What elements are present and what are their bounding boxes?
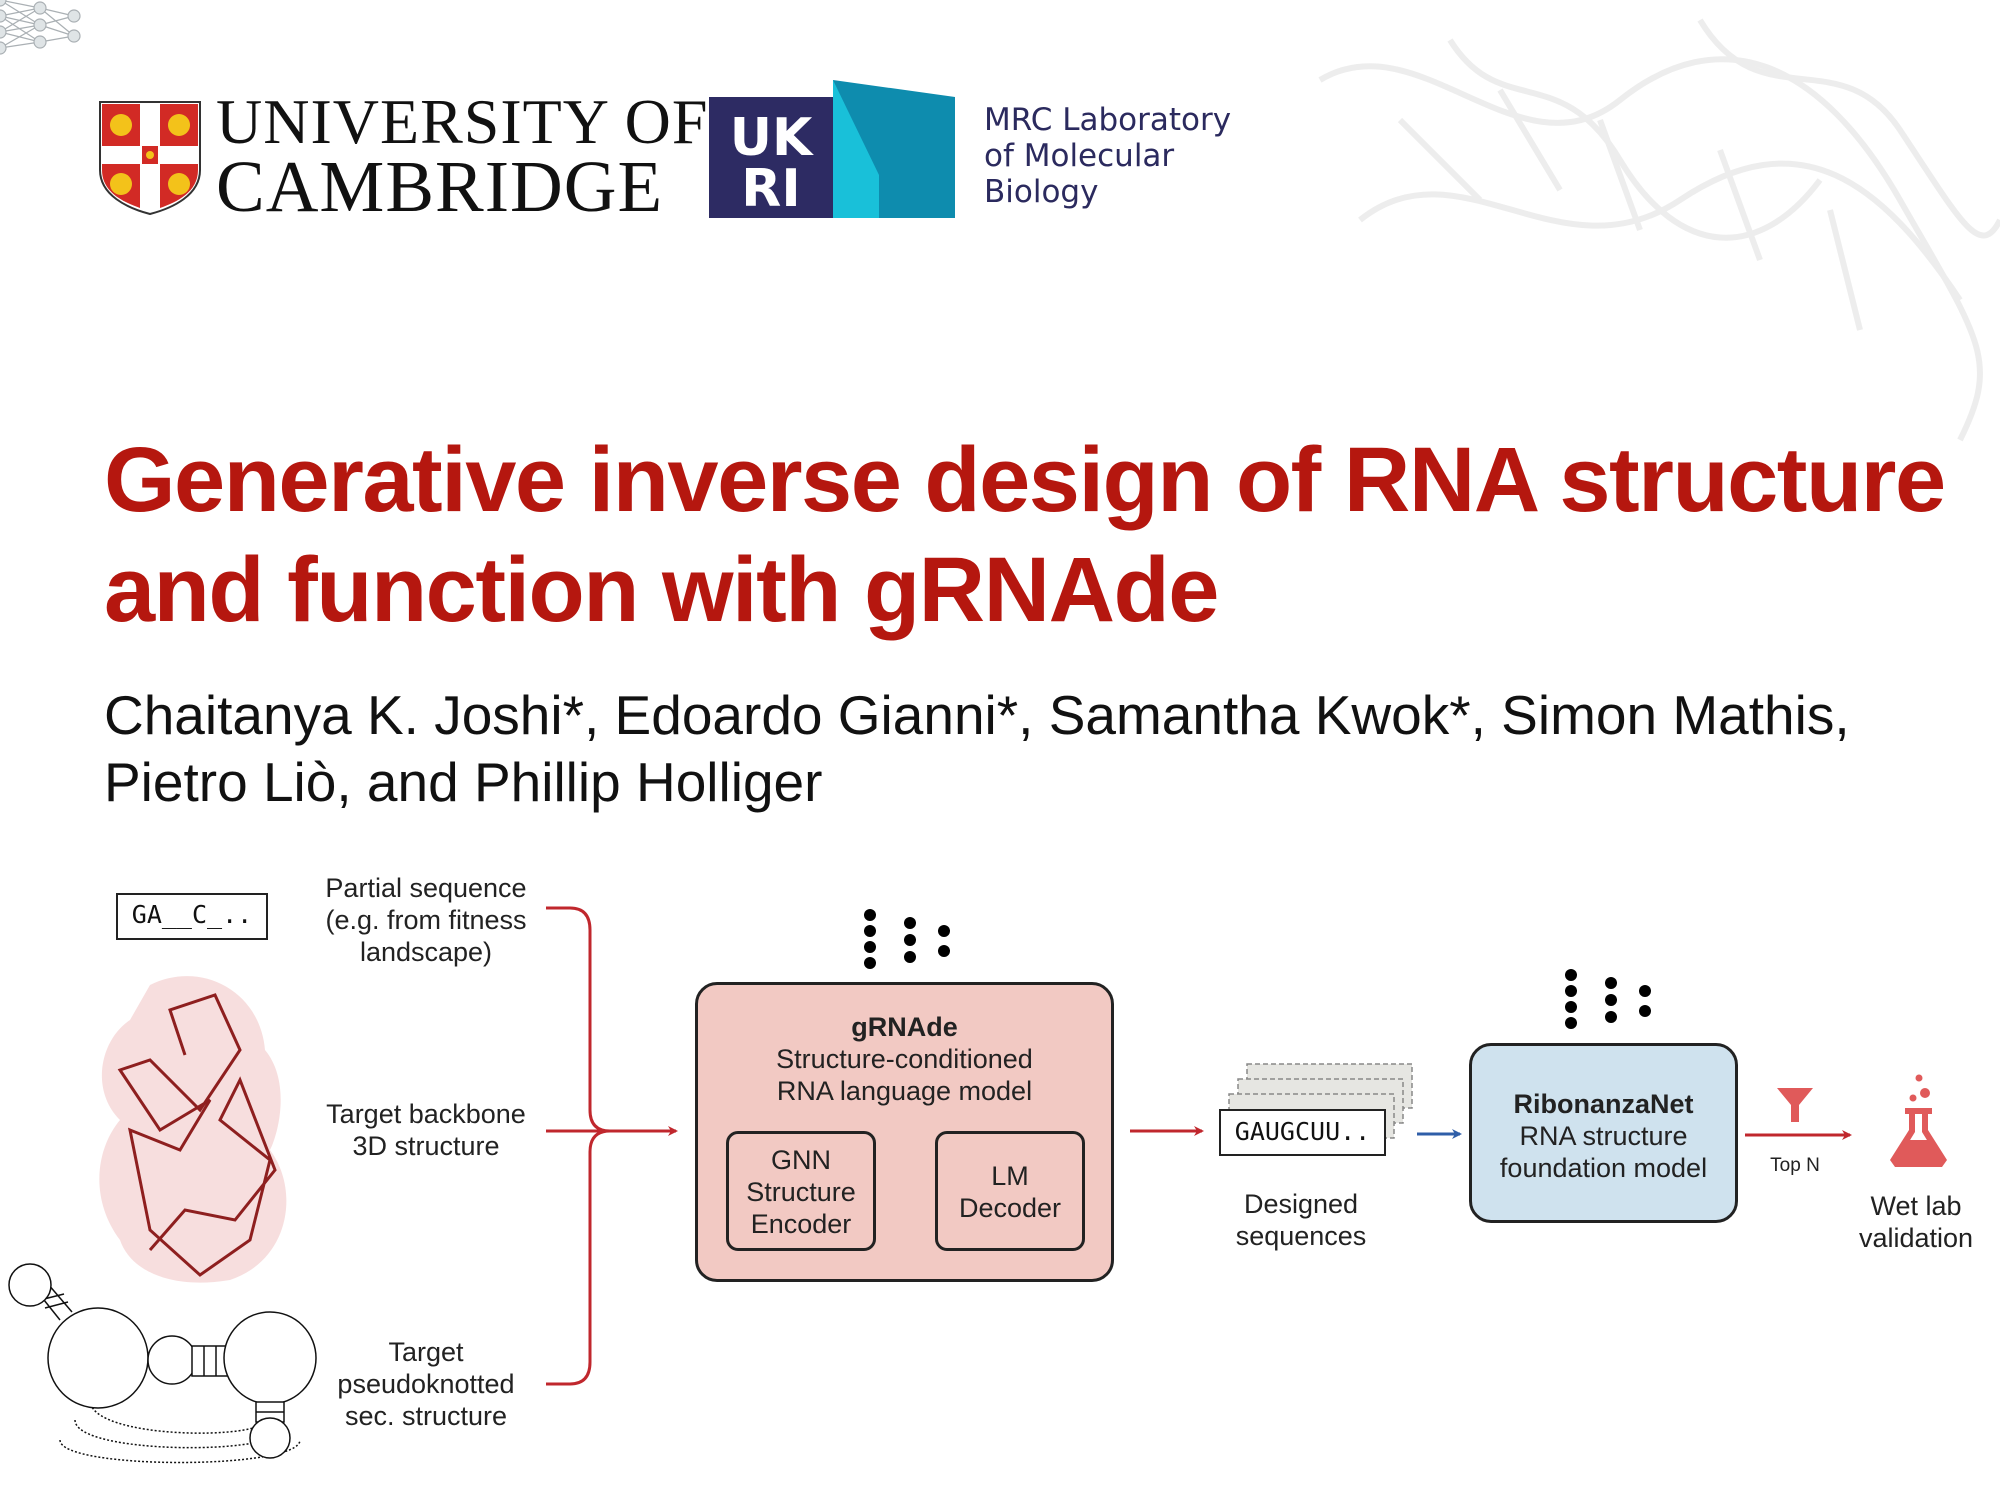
cambridge-wordmark-line2: CAMBRIDGE [216,146,664,227]
grnade-desc1: Structure-conditioned [776,1044,1033,1074]
neural-network-icon-grnade-use [863,908,951,970]
title-line2: and function with gRNAde [104,539,1219,641]
author-list: Chaitanya K. Joshi*, Edoardo Gianni*, Sa… [104,682,1984,816]
grnade-name: gRNAde [851,1012,958,1042]
mrc-lmb-wordmark: MRC Laboratory of Molecular Biology [984,102,1231,210]
neural-network-icon-ribonanza [1564,968,1652,1030]
label-line: Partial sequence [325,873,527,903]
label-line: Target [388,1337,464,1367]
partial-sequence-value: GA__C_.. [131,900,253,929]
cambridge-shield-logo [99,101,201,216]
wet-lab-flask-icon [1890,1074,1947,1167]
designed-sequence-box [1219,1109,1386,1156]
partial-sequence-box [116,893,268,940]
gnn-structure-encoder-box: GNN Structure Encoder [726,1131,876,1251]
label-line: landscape) [359,937,493,967]
input-label-backbone: Target backbone 3D structure [306,1098,546,1162]
input-label-partial-sequence: Partial sequence (e.g. from fitness land… [306,872,546,968]
lm-decoder-box: LM Decoder [935,1131,1085,1251]
svg-text:UK: UK [730,108,814,168]
label-line: sec. structure [344,1401,508,1431]
input-label-secondary-structure: Target pseudoknotted sec. structure [306,1336,546,1432]
mrc-line2: of Molecular [984,138,1175,174]
svg-text:RI: RI [741,159,800,219]
encoder-line1: GNN [771,1145,831,1175]
mrc-line1: MRC Laboratory [984,102,1232,138]
ribonanzanet-model-box: RibonanzaNet RNA structure foundation mo… [1469,1043,1738,1223]
authors-line2: Pietro Liò, and Phillip Holliger [104,751,823,813]
label-line: (e.g. from fitness [325,905,527,935]
label-line: Target backbone [326,1099,526,1129]
title-line1: Generative inverse design of RNA structu… [104,429,1946,531]
input-merge-brace [546,906,678,1386]
ukri-logo: UK RI [709,80,955,219]
label-line: Wet lab [1870,1191,1962,1221]
label-line: validation [1858,1223,1974,1253]
label-line: 3D structure [352,1131,500,1161]
label-line: Designed [1243,1189,1359,1219]
decoder-line1: LM [991,1161,1029,1191]
label-line: sequences [1235,1221,1367,1251]
wet-lab-label: Wet lab validation [1836,1190,1996,1254]
cambridge-wordmark-line1: UNIVERSITY OF [216,86,709,157]
decoder-line2: Decoder [958,1193,1062,1223]
target-backbone-3d-structure-icon [99,976,287,1283]
designed-sequence-value: GAUGCUU.. [1234,1117,1371,1146]
ribonanza-name: RibonanzaNet [1513,1089,1694,1119]
mrc-line3: Biology [984,174,1099,210]
top-n-label: Top N [1770,1155,1820,1176]
grnade-desc2: RNA language model [776,1076,1033,1106]
designed-sequences-label: Designed sequences [1190,1188,1412,1252]
encoder-line3: Encoder [750,1209,852,1239]
label-line: pseudoknotted [337,1369,515,1399]
ribonanza-desc2: foundation model [1499,1153,1708,1183]
filter-funnel-icon [1777,1088,1813,1122]
ribonanza-desc1: RNA structure [1519,1121,1688,1151]
authors-line1: Chaitanya K. Joshi*, Edoardo Gianni*, Sa… [104,684,1850,746]
neural-network-icon-grnade [0,0,81,55]
paper-title: Generative inverse design of RNA structu… [104,425,1984,645]
pseudoknotted-secondary-structure-icon [8,1263,317,1464]
encoder-line2: Structure [746,1177,856,1207]
